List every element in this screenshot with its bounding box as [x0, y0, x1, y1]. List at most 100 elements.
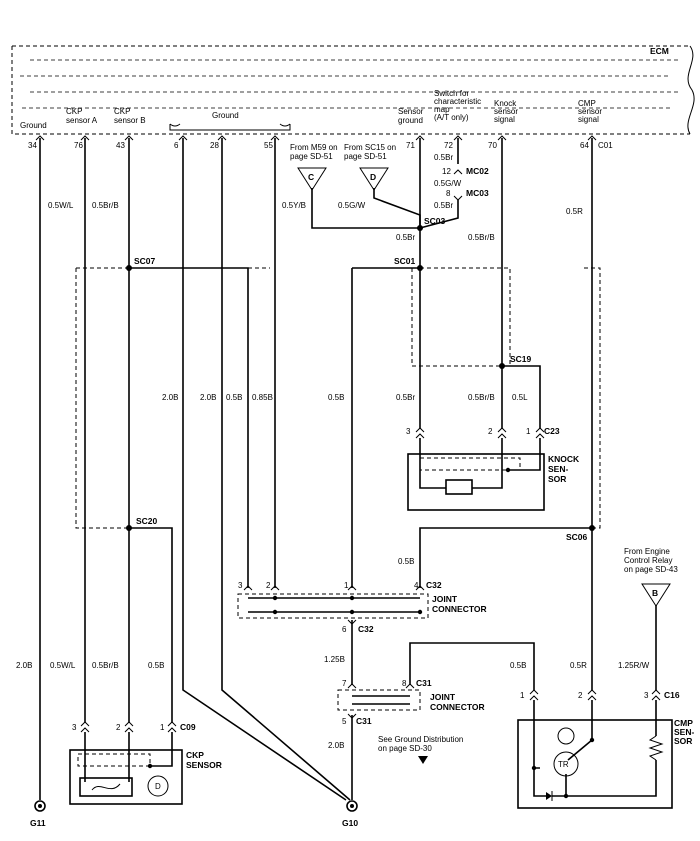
svg-text:12: 12: [442, 167, 451, 176]
svg-text:0.5B: 0.5B: [328, 393, 344, 402]
svg-text:C31: C31: [416, 678, 432, 688]
splice-dots: [126, 225, 595, 531]
svg-text:8: 8: [446, 189, 451, 198]
svg-text:0.5Br: 0.5Br: [434, 201, 453, 210]
ecm-ground-group-label: Ground: [212, 111, 239, 120]
ecm-module: ECM C01 Ground: [11, 45, 695, 150]
splice-sc03: SC03: [424, 216, 446, 226]
pin-num-71: 71: [406, 141, 415, 150]
svg-text:3: 3: [238, 581, 243, 590]
svg-text:2: 2: [116, 723, 121, 732]
svg-text:0.5Br/B: 0.5Br/B: [468, 393, 495, 402]
svg-text:0.5B: 0.5B: [226, 393, 242, 402]
svg-text:0.5L: 0.5L: [512, 393, 528, 402]
splice-sc01: SC01: [394, 256, 416, 266]
svg-text:2.0B: 2.0B: [16, 661, 32, 670]
connector-c16: 1 2 3 C16: [520, 689, 680, 701]
svg-text:C09: C09: [180, 722, 196, 732]
svg-text:3: 3: [406, 427, 411, 436]
pin-num-70: 70: [488, 141, 497, 150]
splice-labels: SC07 SC20 SC03 SC01 SC19 SC06: [134, 216, 588, 542]
svg-text:1.25R/W: 1.25R/W: [618, 661, 650, 670]
svg-text:0.5W/L: 0.5W/L: [48, 201, 74, 210]
svg-text:B: B: [652, 588, 658, 598]
svg-text:0.5Y/B: 0.5Y/B: [282, 201, 306, 210]
pin-num-6: 6: [174, 141, 179, 150]
svg-text:0.5R: 0.5R: [570, 661, 587, 670]
pin-num-55: 55: [264, 141, 273, 150]
mc-connectors: 12 MC02 8 MC03: [442, 166, 489, 201]
shields: [75, 267, 601, 529]
svg-text:3: 3: [72, 723, 77, 732]
svg-text:5: 5: [342, 717, 347, 726]
svg-text:8: 8: [402, 679, 407, 688]
svg-text:1.25B: 1.25B: [324, 655, 345, 664]
wires: [39, 138, 657, 801]
pin-num-34: 34: [28, 141, 37, 150]
svg-text:0.5Br: 0.5Br: [396, 233, 415, 242]
ground-g10: G10: [342, 800, 358, 828]
splice-sc06: SC06: [566, 532, 588, 542]
splice-sc20: SC20: [136, 516, 158, 526]
svg-text:G10: G10: [342, 818, 358, 828]
pin-num-43: 43: [116, 141, 125, 150]
svg-text:2: 2: [578, 691, 583, 700]
svg-text:0.5Br: 0.5Br: [434, 153, 453, 162]
svg-text:D: D: [155, 782, 161, 791]
svg-text:6: 6: [342, 625, 347, 634]
svg-text:0.5G/W: 0.5G/W: [434, 179, 462, 188]
splice-sc19: SC19: [510, 354, 532, 364]
pin-num-76: 76: [74, 141, 83, 150]
svg-text:0.5B: 0.5B: [148, 661, 164, 670]
svg-text:C16: C16: [664, 690, 680, 700]
connector-c23: 3 2 1 C23: [406, 426, 560, 439]
svg-text:7: 7: [342, 679, 347, 688]
svg-text:1: 1: [526, 427, 531, 436]
svg-text:0.5Br/B: 0.5Br/B: [92, 201, 119, 210]
svg-text:C: C: [308, 172, 314, 182]
pin-num-64: 64: [580, 141, 589, 150]
svg-text:MC03: MC03: [466, 188, 489, 198]
svg-text:0.5B: 0.5B: [510, 661, 526, 670]
svg-text:1: 1: [160, 723, 165, 732]
ecm-title: ECM: [650, 46, 669, 56]
svg-text:0.85B: 0.85B: [252, 393, 273, 402]
svg-text:0.5G/W: 0.5G/W: [338, 201, 366, 210]
svg-text:2.0B: 2.0B: [200, 393, 216, 402]
svg-text:1: 1: [520, 691, 525, 700]
svg-text:2.0B: 2.0B: [162, 393, 178, 402]
svg-text:D: D: [370, 172, 376, 182]
svg-text:0.5R: 0.5R: [566, 207, 583, 216]
svg-text:C32: C32: [358, 624, 374, 634]
ground-g11: G11: [30, 800, 46, 828]
svg-text:0.5Br/B: 0.5Br/B: [92, 661, 119, 670]
pin-label-34: Ground: [20, 121, 47, 130]
svg-text:C31: C31: [356, 716, 372, 726]
svg-text:2: 2: [266, 581, 271, 590]
pin-num-72: 72: [444, 141, 453, 150]
ecm-connector: C01: [598, 141, 613, 150]
splice-sc07: SC07: [134, 256, 156, 266]
